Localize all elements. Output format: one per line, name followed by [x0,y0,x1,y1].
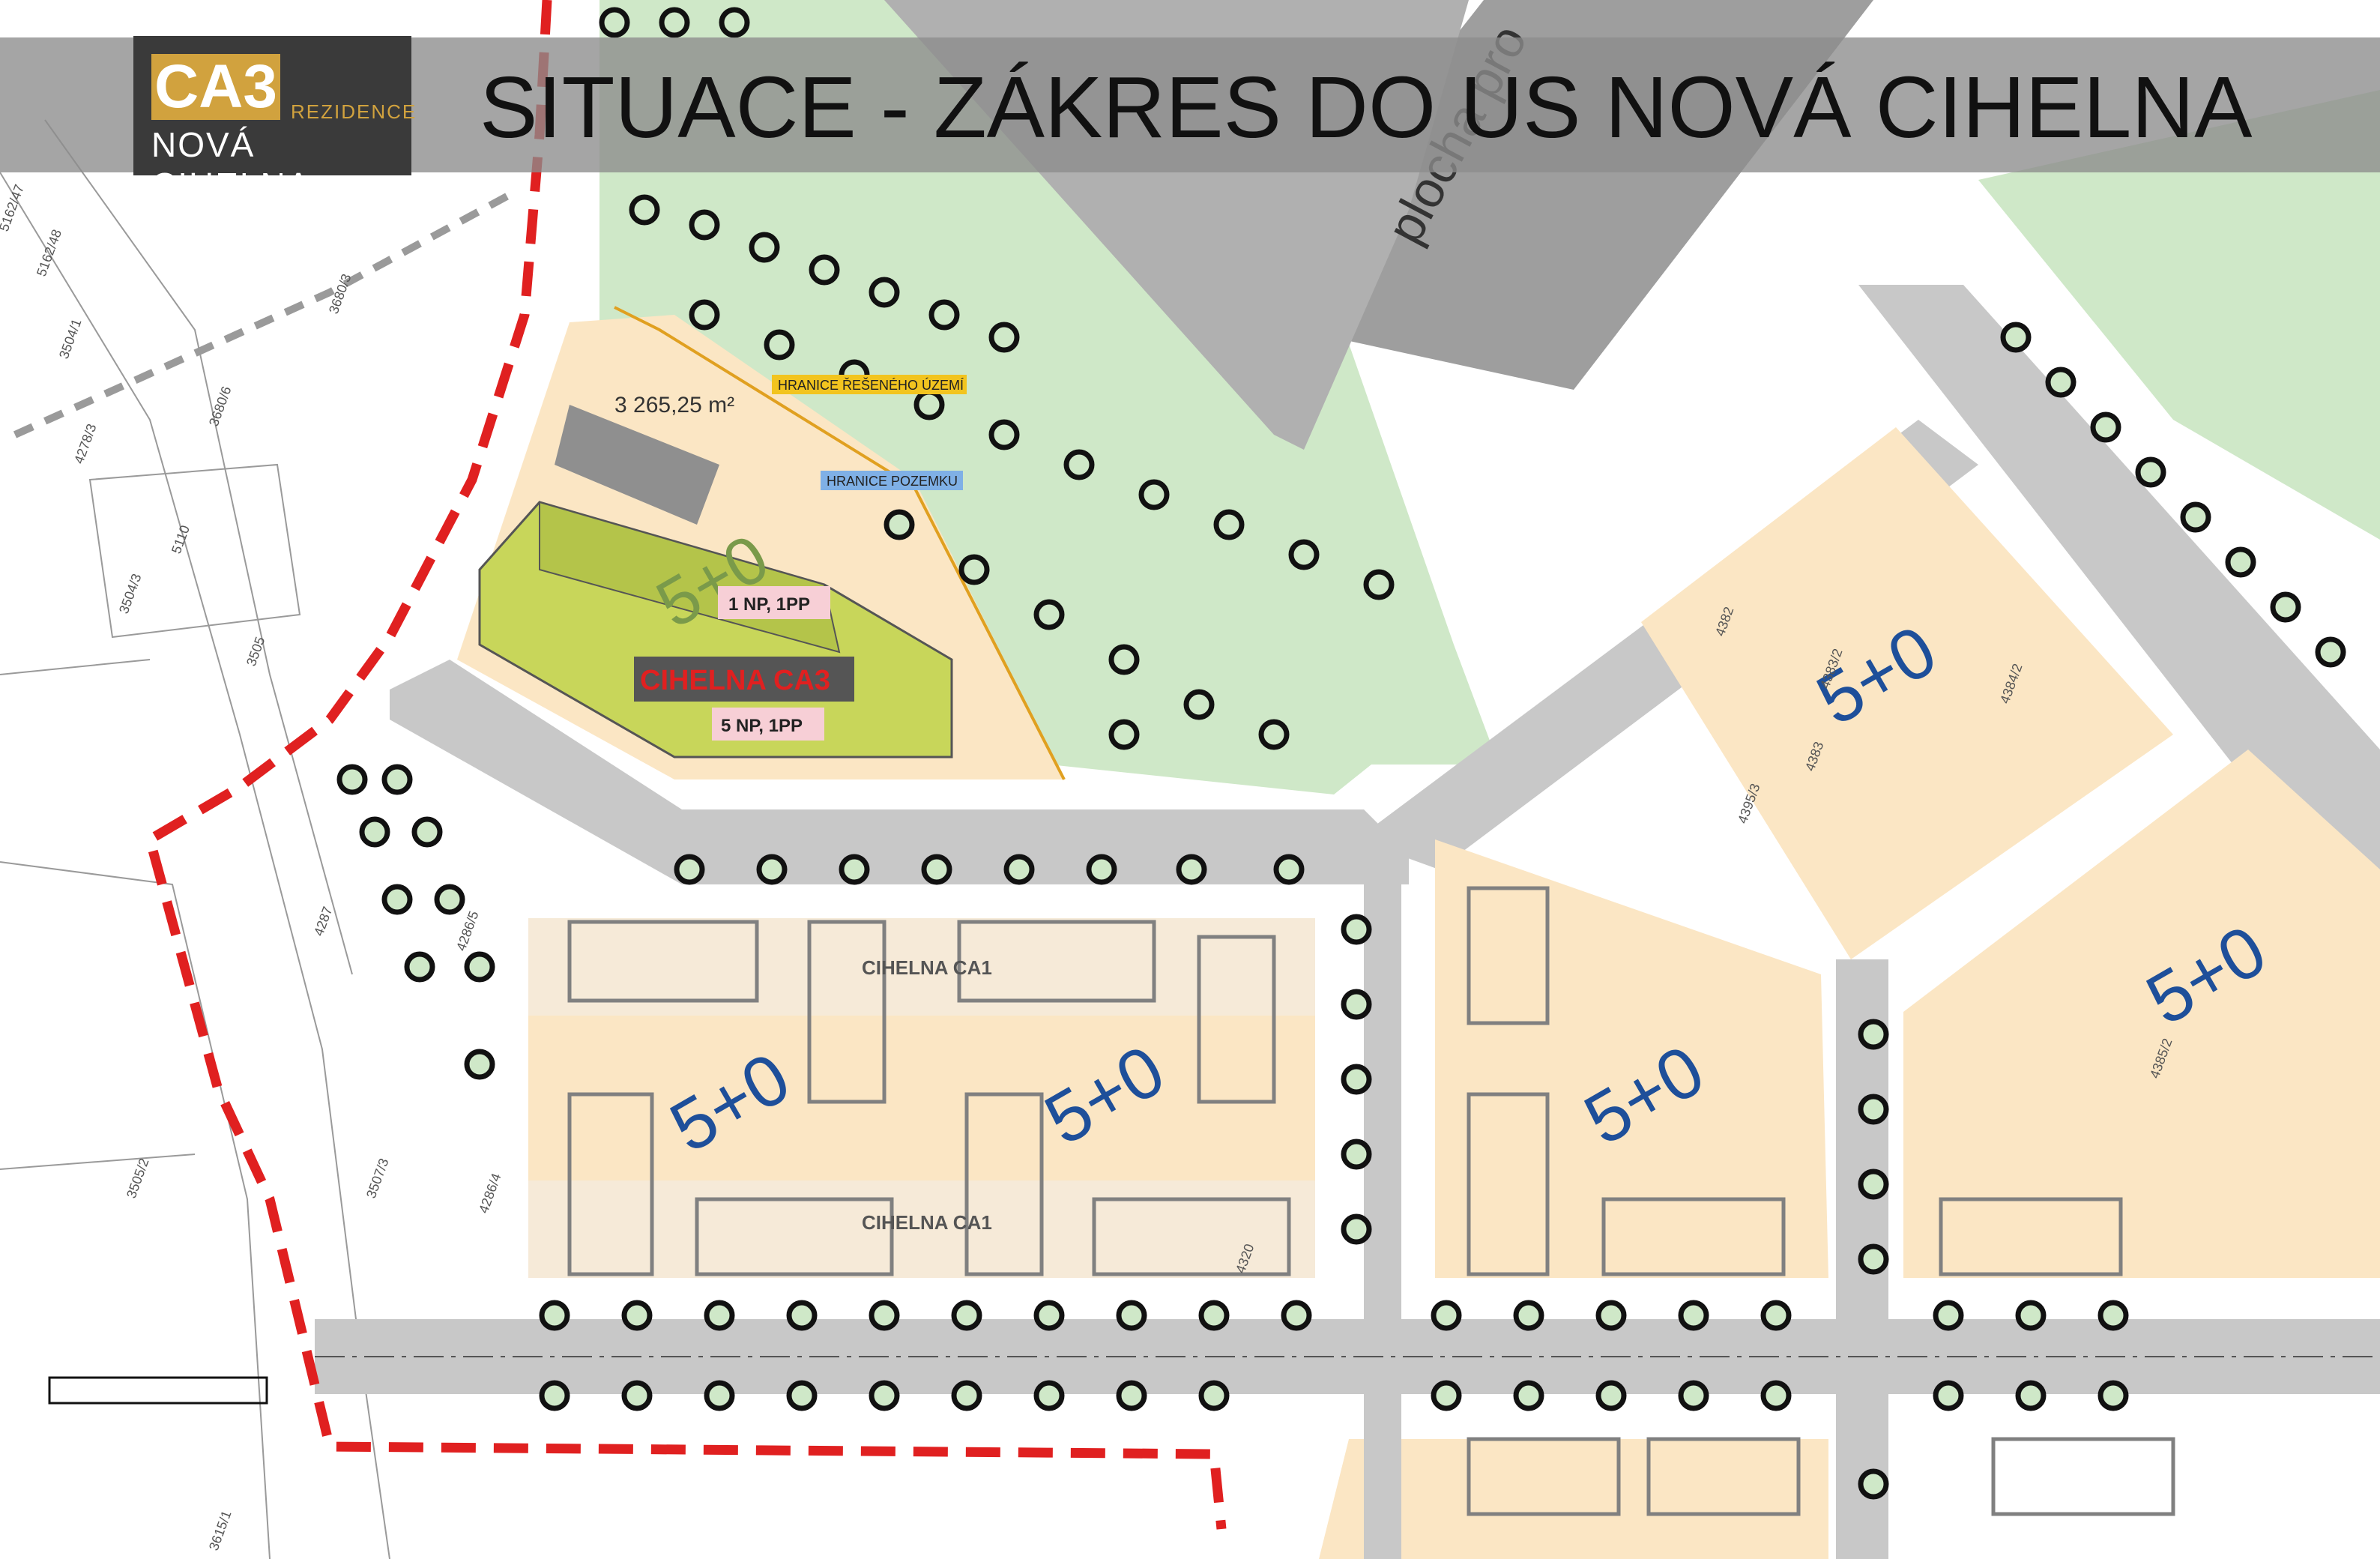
tree-rows [336,7,2346,1500]
green-zone-east [1978,90,2380,540]
legend-plot-badge [821,471,963,490]
parcel-number: 3505/2 [124,1157,152,1201]
logo: CA3 REZIDENCE NOVÁ CIHELNA [133,36,415,205]
block-east-3 [1903,750,2380,1278]
ca1-plot-light-2 [528,1180,1315,1278]
parcel-number: 5162/47 [0,182,27,233]
ca3-floors-low-badge [718,586,830,619]
ca3-parking-ramp [555,405,719,525]
parcel-number: 3504/1 [56,317,85,361]
dashed-grey-line [13,191,512,438]
parcel-number: 4286/5 [453,909,482,953]
boundary-line [614,306,1066,780]
area-label: 3 265,25 m² [614,393,734,417]
legend-plot-label: HRANICE POZEMKU [827,474,958,489]
parcel-number: 5110 [169,523,193,555]
ca1-plot-light [528,918,1315,1016]
parcel-number: 3507/3 [363,1157,392,1201]
legend-boundary-label: HRANICE ŘEŠENÉHO ÚZEMÍ [778,377,964,393]
ca3-floors-high-badge [712,708,824,741]
ca3-floors-high: 5 NP, 1PP [721,716,803,736]
red-dashed-boundary [144,0,1227,1530]
ca1-label-north: CIHELNA CA1 [862,956,992,979]
block-east-1 [1435,839,1828,1278]
block-east-2 [1641,427,2173,959]
logo-name: NOVÁ CIHELNA [151,125,312,205]
logo-code: CA3 [151,54,280,120]
road-north-south-1 [1364,839,1401,1559]
parcel-number: 4287 [311,905,335,938]
parcel-number: 4286/4 [476,1171,504,1216]
ca1-label-south: CIHELNA CA1 [862,1211,992,1234]
logo-subtitle: REZIDENCE [291,100,417,123]
ca3-floors-low: 1 NP, 1PP [728,594,810,615]
road-ca3-north [390,660,1409,884]
parcel-number: 3615/1 [206,1509,235,1553]
parcel-number: 3680/6 [206,385,235,429]
ca3-name-badge [634,657,854,702]
block-south [1319,1439,1828,1559]
page-title: SITUACE - ZÁKRES DO US NOVÁ CIHELNA [480,58,2253,156]
parcel-number: 4278/3 [71,422,100,466]
legend-boundary-badge [772,375,967,394]
parcel-number: 3504/3 [116,572,145,616]
building-outlines [567,886,2175,1516]
ca3-name: CIHELNA CA3 [640,665,830,696]
